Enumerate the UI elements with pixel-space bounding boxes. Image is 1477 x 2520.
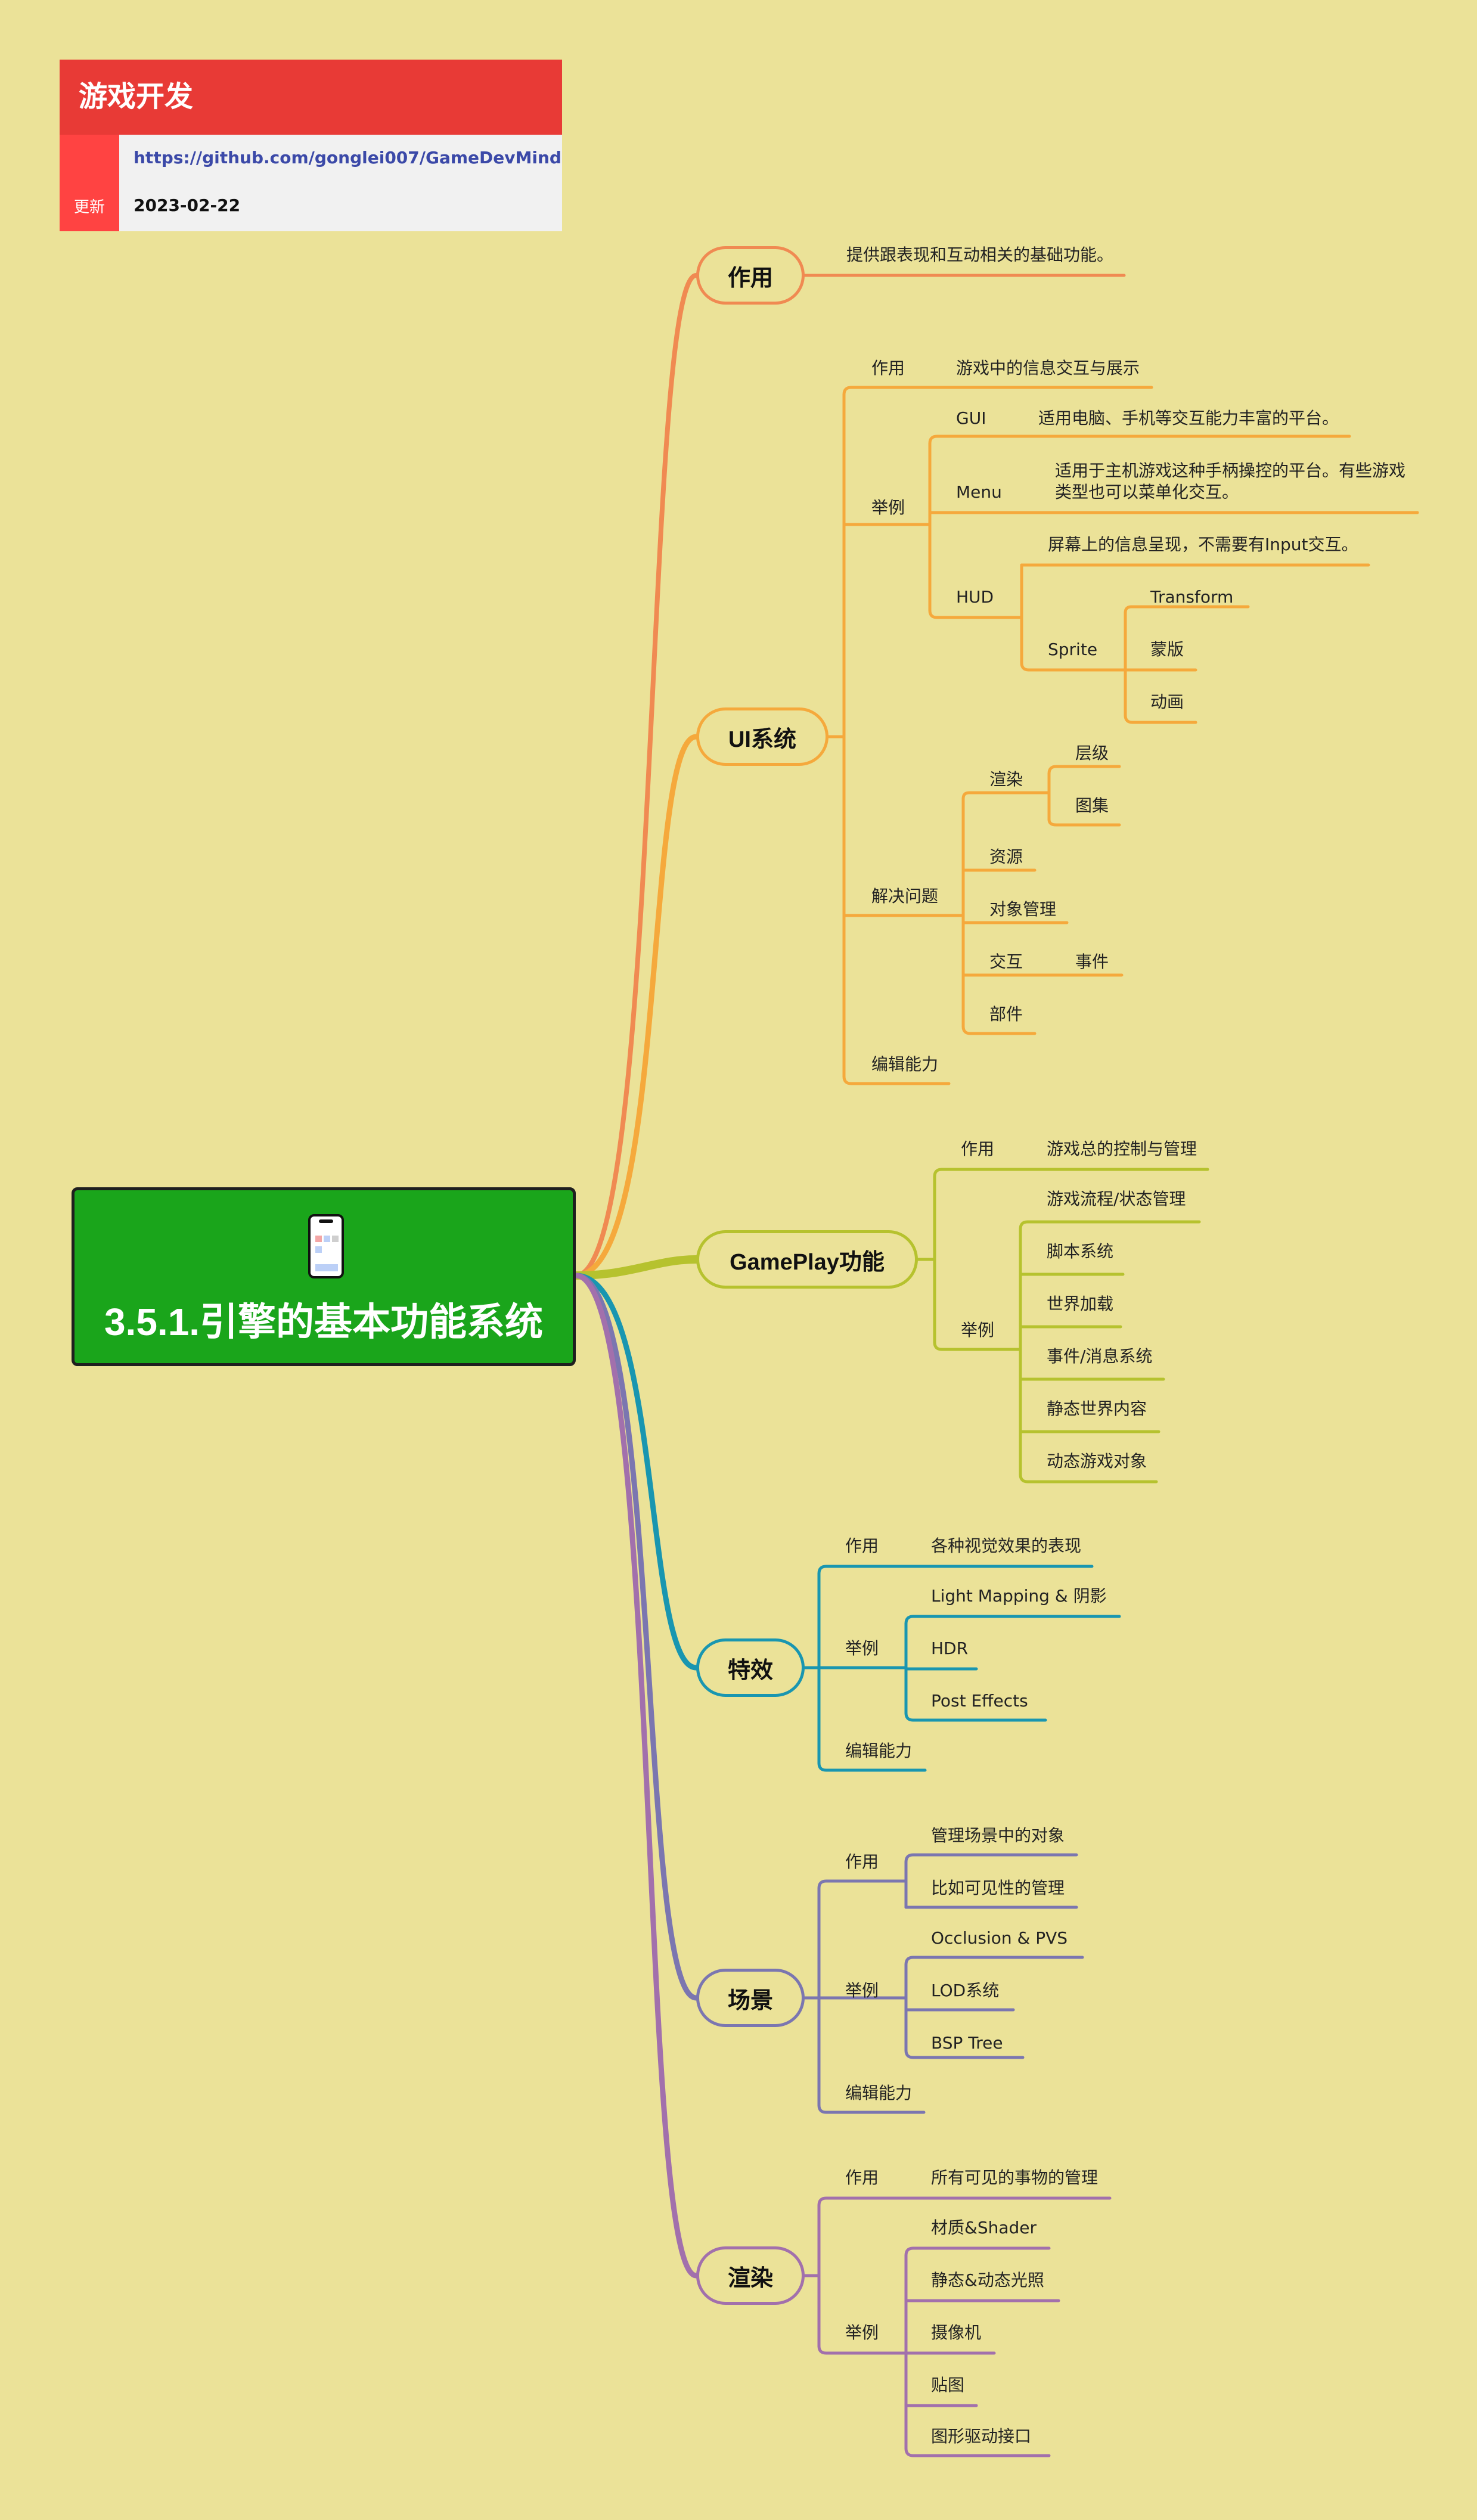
- changjing-zuoyong-item: 管理场景中的对象: [931, 1826, 1065, 1845]
- ui-juli: 举例: [871, 498, 905, 517]
- changjing-item: BSP Tree: [931, 2033, 1003, 2053]
- xuanran-zuoyong-desc: 所有可见的事物的管理: [931, 2168, 1099, 2187]
- xuanran-zuoyong: 作用: [845, 2168, 879, 2187]
- texiao-zuoyong: 作用: [845, 1536, 879, 1556]
- branch-zuoyong[interactable]: 作用: [696, 246, 805, 305]
- texiao-zuoyong-desc: 各种视觉效果的表现: [931, 1536, 1082, 1556]
- gameplay-item: 世界加载: [1047, 1294, 1114, 1314]
- branch-changjing-label: 场景: [727, 1988, 773, 2013]
- connector-root-texiao: [573, 1273, 699, 1671]
- ui-menu: Menu: [956, 482, 1002, 502]
- changjing-item: Occlusion & PVS: [931, 1928, 1068, 1948]
- ui-ziyuan: 资源: [989, 847, 1023, 867]
- ui-bujian: 部件: [989, 1004, 1023, 1024]
- ui-zuoyong-desc: 游戏中的信息交互与展示: [956, 358, 1140, 378]
- changjing-item: LOD系统: [931, 1981, 1000, 2000]
- connector-root-changjing: [573, 1273, 699, 2001]
- central-topic[interactable]: 3.5.1.引擎的基本功能系统: [72, 1187, 576, 1366]
- xuanran-item: 静态&动态光照: [931, 2270, 1044, 2290]
- ui-tuji: 图集: [1075, 796, 1109, 815]
- ui-donghua: 动画: [1150, 692, 1184, 712]
- update-date: 2023-02-22: [134, 195, 241, 215]
- ui-jiaohu: 交互: [989, 952, 1023, 972]
- ui-menu-desc: 适用于主机游戏这种手柄操控的平台。有些游戏类型也可以菜单化交互。: [1055, 461, 1406, 502]
- ui-zuoyong: 作用: [871, 358, 905, 378]
- gameplay-item: 静态世界内容: [1047, 1399, 1147, 1419]
- gameplay-item: 动态游戏对象: [1047, 1451, 1147, 1471]
- branch-ui[interactable]: UI系统: [696, 707, 829, 766]
- ui-cengji: 层级: [1075, 743, 1109, 763]
- ui-sprite: Sprite: [1048, 640, 1098, 659]
- ui-mengban: 蒙版: [1150, 640, 1184, 659]
- texiao-item: Light Mapping & 阴影: [931, 1586, 1107, 1606]
- texiao-juli: 举例: [845, 1638, 879, 1658]
- gameplay-juli: 举例: [961, 1320, 995, 1340]
- branch-gameplay[interactable]: GamePlay功能: [696, 1230, 918, 1289]
- gameplay-zuoyong: 作用: [961, 1139, 995, 1159]
- branch-zuoyong-label: 作用: [727, 265, 773, 291]
- branch-xuanran-label: 渲染: [727, 2265, 773, 2291]
- texiao-item: HDR: [931, 1638, 969, 1658]
- changjing-juli: 举例: [845, 1981, 879, 2000]
- info-title: 游戏开发: [60, 60, 562, 135]
- ui-hud: HUD: [956, 587, 994, 607]
- info-card: 游戏开发 更新 https://github.com/gonglei007/Ga…: [60, 60, 562, 231]
- ui-gui: GUI: [956, 408, 986, 428]
- gameplay-item: 游戏流程/状态管理: [1047, 1189, 1186, 1209]
- ui-transform: Transform: [1150, 587, 1234, 607]
- xuanran-item: 图形驱动接口: [931, 2426, 1032, 2446]
- connector-root-xuanran: [573, 1273, 699, 2279]
- branch-texiao-label: 特效: [727, 1658, 773, 1683]
- branch-gameplay-label: GamePlay功能: [730, 1249, 885, 1275]
- xuanran-item: 材质&Shader: [931, 2218, 1037, 2237]
- ui-gui-desc: 适用电脑、手机等交互能力丰富的平台。: [1038, 408, 1339, 428]
- branch-xuanran[interactable]: 渲染: [696, 2246, 805, 2305]
- github-link[interactable]: https://github.com/gonglei007/GameDevMin…: [134, 148, 561, 167]
- xuanran-juli: 举例: [845, 2323, 879, 2342]
- zuoyong-desc: 提供跟表现和互动相关的基础功能。: [846, 245, 1114, 265]
- connector-root-zuoyong: [573, 273, 699, 1278]
- xuanran-item: 摄像机: [931, 2323, 982, 2342]
- gameplay-item: 事件/消息系统: [1047, 1346, 1153, 1366]
- ui-jiejue: 解决问题: [871, 886, 939, 906]
- texiao-item: Post Effects: [931, 1691, 1028, 1711]
- connector-root-gameplay: [572, 1255, 700, 1280]
- xuanran-item: 贴图: [931, 2375, 965, 2395]
- ui-shijian: 事件: [1075, 952, 1109, 972]
- changjing-zuoyong: 作用: [845, 1852, 879, 1872]
- ui-duixiang: 对象管理: [989, 899, 1057, 919]
- changjing-bianji: 编辑能力: [845, 2083, 913, 2103]
- ui-hud-desc: 屏幕上的信息呈现，不需要有Input交互。: [1048, 535, 1358, 554]
- branch-ui-label: UI系统: [728, 727, 796, 752]
- changjing-zuoyong-item: 比如可见性的管理: [931, 1878, 1065, 1898]
- branch-changjing[interactable]: 场景: [696, 1969, 805, 2027]
- gameplay-item: 脚本系统: [1047, 1242, 1114, 1261]
- connector-root-ui: [573, 734, 699, 1278]
- branch-texiao[interactable]: 特效: [696, 1638, 805, 1697]
- ui-bianji: 编辑能力: [871, 1054, 939, 1074]
- ui-xuanran: 渲染: [989, 769, 1023, 789]
- texiao-bianji: 编辑能力: [845, 1741, 913, 1761]
- info-body: https://github.com/gonglei007/GameDevMin…: [119, 135, 562, 231]
- info-update-label: 更新: [60, 135, 119, 231]
- mobile-phone-icon: [308, 1214, 344, 1278]
- central-topic-title: 3.5.1.引擎的基本功能系统: [104, 1301, 544, 1343]
- gameplay-zuoyong-desc: 游戏总的控制与管理: [1047, 1139, 1197, 1159]
